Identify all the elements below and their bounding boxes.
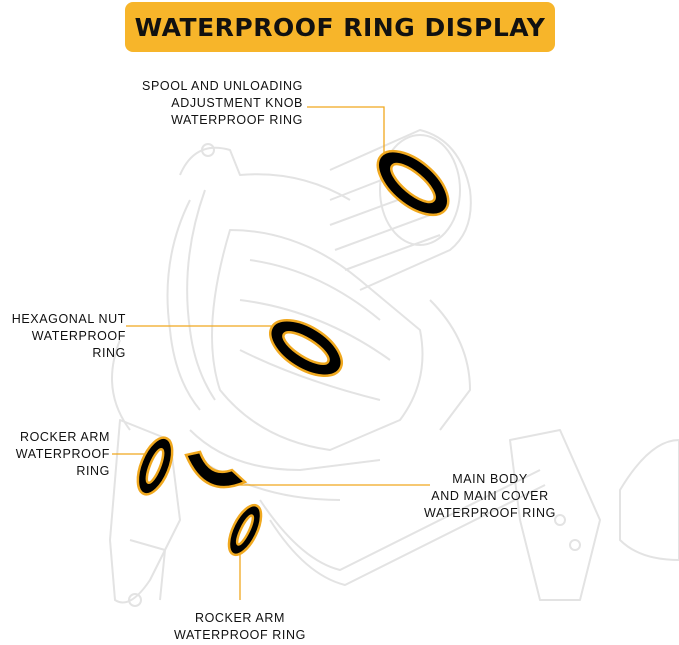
callout-hex-nut-line2: WATERPROOF xyxy=(31,329,126,343)
callout-rocker-bottom: ROCKER ARM WATERPROOF RING xyxy=(155,610,325,644)
callout-spool-line3: WATERPROOF RING xyxy=(171,113,303,127)
callout-rocker-bottom-line2: WATERPROOF RING xyxy=(174,628,306,642)
leader-spool xyxy=(307,106,385,165)
callout-rocker-left-line2: WATERPROOF xyxy=(15,447,110,461)
ring-main-body xyxy=(184,450,248,489)
callout-main-body: MAIN BODY AND MAIN COVER WATERPROOF RING xyxy=(410,471,570,522)
waterproof-rings xyxy=(136,149,450,557)
callout-main-body-line2: AND MAIN COVER xyxy=(431,489,549,503)
fishing-reel-outline xyxy=(109,129,679,607)
callout-rocker-left-line1: ROCKER ARM xyxy=(19,430,110,444)
callout-hex-nut-line3: RING xyxy=(92,346,126,360)
callout-spool-line1: SPOOL AND UNLOADING xyxy=(142,79,303,93)
ring-hex-nut xyxy=(269,319,343,377)
callout-main-body-line1: MAIN BODY xyxy=(452,472,528,486)
title-banner: WATERPROOF RING DISPLAY xyxy=(125,2,555,52)
page-title: WATERPROOF RING DISPLAY xyxy=(134,12,546,42)
ring-spool xyxy=(376,149,450,217)
callout-spool-line2: ADJUSTMENT KNOB xyxy=(171,96,303,110)
ring-rocker-bottom xyxy=(227,503,263,557)
ring-rocker-left xyxy=(136,436,174,496)
callout-hex-nut: HEXAGONAL NUT WATERPROOF RING xyxy=(0,311,126,362)
callout-rocker-left: ROCKER ARM WATERPROOF RING xyxy=(0,429,110,480)
callout-rocker-bottom-line1: ROCKER ARM xyxy=(194,611,286,625)
callout-main-body-line3: WATERPROOF RING xyxy=(424,506,556,520)
callout-hex-nut-line1: HEXAGONAL NUT xyxy=(11,312,126,326)
leader-lines xyxy=(112,106,430,600)
callout-spool: SPOOL AND UNLOADING ADJUSTMENT KNOB WATE… xyxy=(118,78,303,129)
callout-rocker-left-line3: RING xyxy=(76,464,110,478)
